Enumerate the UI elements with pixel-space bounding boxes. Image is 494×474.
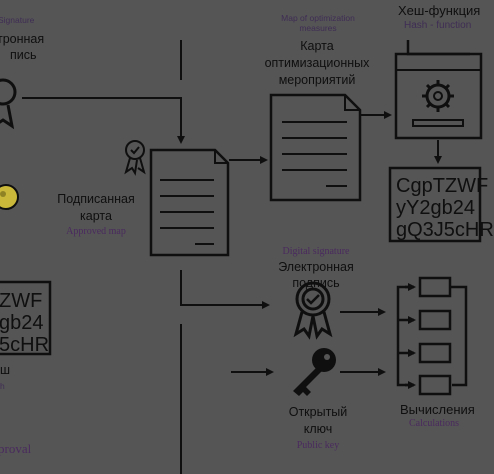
- left-approval-caption: proval: [0, 441, 32, 456]
- measures-map-document-icon: [269, 93, 362, 202]
- signed-map-caption: Approved map: [66, 226, 126, 237]
- calculations-label: Вычисления: [400, 402, 475, 417]
- hash-function-icon: [394, 40, 483, 140]
- left-signature-label-line2: пись: [10, 48, 37, 62]
- hash-value-line1: CgpTZWF: [396, 175, 489, 197]
- calculations-icon: [396, 276, 468, 396]
- coin-icon: [0, 184, 19, 210]
- digital-signature-label: Электронная подпись: [278, 260, 354, 291]
- measures-title-en: Map of optimization measures: [281, 13, 355, 33]
- hash-function-caption: Hash - function: [404, 20, 472, 31]
- digital-signature-caption: Digital signature: [282, 246, 350, 257]
- public-key-label: Открытый ключ: [288, 405, 348, 436]
- left-signature-badge-icon: [0, 78, 17, 130]
- public-key-icon: [293, 348, 336, 396]
- hash-function-label: Хеш-функция: [398, 3, 481, 18]
- arrow-map-to-calculations: [180, 282, 270, 309]
- measures-title-ru: Карта оптимизационных мероприятий: [264, 39, 370, 87]
- left-signature-label-line1: тронная: [0, 32, 45, 46]
- left-hash-line2: gb24: [0, 312, 44, 334]
- public-key-caption: Public key: [296, 440, 340, 451]
- left-signature-caption: Signature: [0, 15, 35, 25]
- left-hash-caption-en: h: [0, 381, 5, 391]
- hash-value-line2: yY2gb24: [396, 197, 475, 219]
- hash-value-box: [388, 166, 482, 243]
- calculations-caption: Calculations: [409, 418, 459, 429]
- left-hash-caption: ш: [0, 363, 11, 377]
- seal-icon: [124, 140, 146, 176]
- left-hash-line1: ZWF: [0, 290, 43, 312]
- signed-map-document-icon: [149, 148, 230, 257]
- left-hash-line3: 5cHR: [0, 334, 50, 356]
- signed-map-label: Подписанная карта: [57, 192, 135, 223]
- left-hash-box: [0, 280, 52, 356]
- digital-signature-icon: [293, 281, 333, 340]
- hash-value-line3: gQ3J5cHR: [396, 219, 494, 241]
- diagram-canvas: [0, 40, 483, 474]
- arrow-signature-to-map: [22, 97, 185, 144]
